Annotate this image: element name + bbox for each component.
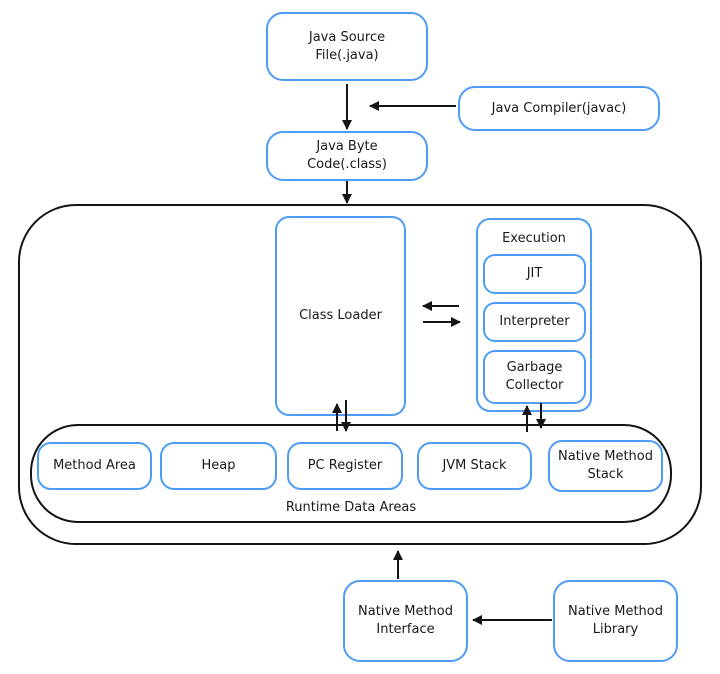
- node-java-compiler: Java Compiler(javac): [458, 86, 660, 131]
- node-pc-register: PC Register: [287, 442, 403, 490]
- node-native-method-interface: Native Method Interface: [343, 580, 468, 662]
- node-java-byte-code: Java Byte Code(.class): [266, 131, 428, 181]
- node-class-loader: Class Loader: [275, 216, 406, 416]
- node-jvm-stack: JVM Stack: [417, 442, 532, 490]
- node-heap: Heap: [160, 442, 277, 490]
- execution-group-label: Execution: [502, 231, 566, 246]
- node-native-method-stack: Native Method Stack: [548, 440, 663, 492]
- node-java-source-file: Java Source File(.java): [266, 12, 428, 81]
- node-jit: JIT: [483, 254, 586, 294]
- runtime-data-areas-label: Runtime Data Areas: [285, 500, 417, 515]
- node-interpreter: Interpreter: [483, 302, 586, 342]
- node-method-area: Method Area: [37, 442, 152, 490]
- node-native-method-library: Native Method Library: [553, 580, 678, 662]
- node-garbage-collector: Garbage Collector: [483, 350, 586, 404]
